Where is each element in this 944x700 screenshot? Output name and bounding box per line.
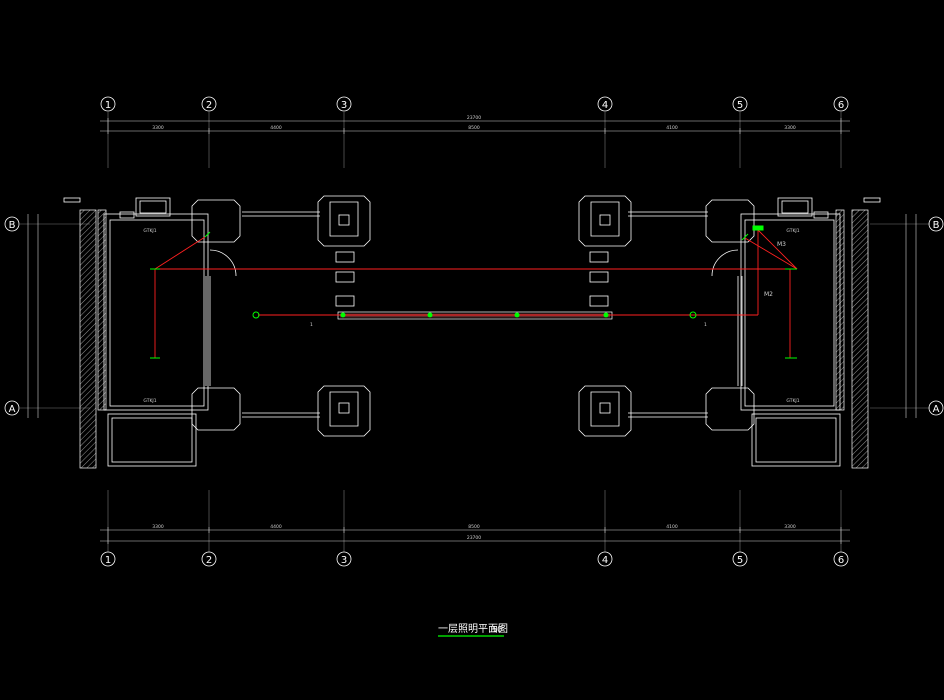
room-label-1: GTKJ1	[143, 228, 156, 234]
axis-label-left-b: B	[9, 220, 16, 231]
wiring	[154, 228, 798, 358]
axis-label-bottom-3: 3	[341, 555, 347, 566]
axis-label-top-4: 4	[602, 100, 608, 111]
dimension-bottom	[100, 527, 850, 544]
building-outline	[63, 197, 881, 467]
end-mark-right: 1	[704, 322, 707, 328]
axis-label-top-3: 3	[341, 100, 347, 111]
axis-bubbles-top	[4, 96, 944, 567]
dimension-top	[100, 118, 850, 134]
central-beam	[337, 311, 613, 320]
axis-grid-lines	[20, 112, 930, 552]
axis-label-top-1: 1	[105, 100, 111, 111]
room-label-3: GTKJ1	[786, 228, 799, 234]
dim-bottom-3: 8500	[468, 524, 480, 530]
axis-label-bottom-5: 5	[737, 555, 743, 566]
columns	[191, 195, 755, 437]
dim-top-3: 8500	[468, 125, 480, 131]
axis-label-bottom-6: 6	[838, 555, 844, 566]
axis-label-top-5: 5	[737, 100, 743, 111]
drawing-scale: 50	[492, 625, 502, 634]
axis-label-right-b: B	[933, 220, 940, 231]
dim-bottom-5: 3300	[784, 524, 796, 530]
dim-top-4: 4100	[666, 125, 678, 131]
dim-top-5: 3300	[784, 125, 796, 131]
circuit-label-m2: M2	[764, 291, 773, 298]
axis-label-bottom-1: 1	[105, 555, 111, 566]
dim-bottom-2: 4400	[270, 524, 282, 530]
dim-top-1: 3300	[152, 125, 164, 131]
dim-bottom-1: 3300	[152, 524, 164, 530]
room-label-4: GTKJ1	[786, 398, 799, 404]
dim-bottom-4: 4100	[666, 524, 678, 530]
dim-top-2: 4400	[270, 125, 282, 131]
axis-label-left-a: A	[9, 404, 16, 415]
drawing-title: 一层照明平面图	[438, 623, 508, 635]
axis-label-bottom-4: 4	[602, 555, 608, 566]
dim-bottom-total: 23700	[467, 535, 481, 541]
outer-walls	[79, 209, 869, 469]
end-mark-left: 1	[310, 322, 313, 328]
axis-label-right-a: A	[933, 404, 940, 415]
circuit-label-m3: M3	[777, 241, 786, 248]
dim-top-total: 23700	[467, 115, 481, 121]
central-beam-fill	[340, 313, 610, 318]
axis-label-top-2: 2	[206, 100, 212, 111]
axis-label-top-6: 6	[838, 100, 844, 111]
dimension-sides	[27, 214, 917, 418]
room-label-2: GTKJ1	[143, 398, 156, 404]
fixtures	[150, 225, 797, 359]
axis-label-bottom-2: 2	[206, 555, 212, 566]
